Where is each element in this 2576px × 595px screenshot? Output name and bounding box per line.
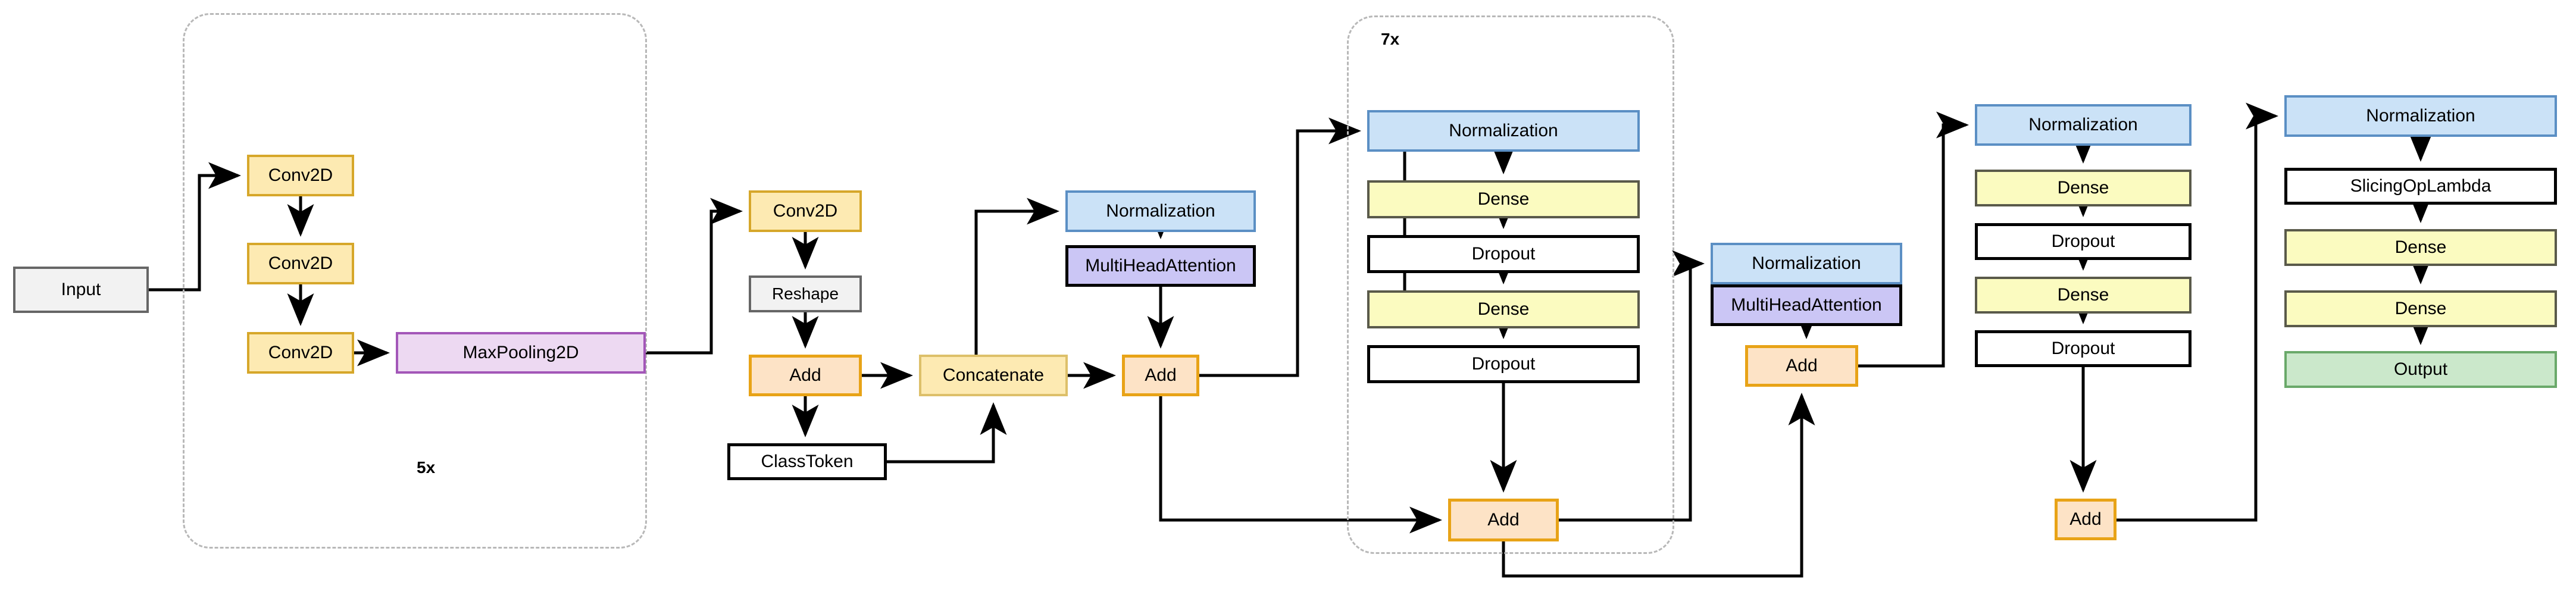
layer-node-dropout-mlp-2b[interactable]: Dropout — [1975, 330, 2192, 367]
layer-node-norm-head[interactable]: Normalization — [2284, 95, 2557, 137]
layer-node-dense-head-b[interactable]: Dense — [2284, 290, 2557, 327]
layer-node-mha-2[interactable]: MultiHeadAttention — [1711, 284, 1902, 326]
layer-node-dense-mlp-2a[interactable]: Dense — [1975, 170, 2192, 206]
layer-node-conv3[interactable]: Conv2D — [247, 332, 354, 374]
layer-node-maxpool[interactable]: MaxPooling2D — [396, 332, 646, 374]
layer-node-dropout-mlp-1a[interactable]: Dropout — [1367, 235, 1640, 273]
layer-node-dropout-mlp-2a[interactable]: Dropout — [1975, 223, 2192, 260]
layer-node-dense-head-a[interactable]: Dense — [2284, 229, 2557, 266]
layer-node-output[interactable]: Output — [2284, 351, 2557, 388]
layer-node-conv1[interactable]: Conv2D — [247, 155, 354, 196]
layer-node-dense-mlp-1b[interactable]: Dense — [1367, 290, 1640, 328]
wire-concat-to-norm1 — [974, 198, 1059, 355]
layer-node-dense-mlp-1a[interactable]: Dense — [1367, 180, 1640, 218]
layer-node-add-attn-2[interactable]: Add — [1745, 345, 1858, 387]
layer-node-norm-2[interactable]: Normalization — [1711, 243, 1902, 284]
layer-node-mha-1[interactable]: MultiHeadAttention — [1065, 245, 1256, 287]
layer-node-norm-mlp-1[interactable]: Normalization — [1367, 110, 1640, 152]
group-label-cnn-block: 5x — [417, 458, 436, 477]
layer-node-norm-1[interactable]: Normalization — [1065, 190, 1256, 232]
layer-node-reshape[interactable]: Reshape — [749, 275, 862, 312]
layer-node-dropout-mlp-1b[interactable]: Dropout — [1367, 345, 1640, 383]
group-label-transformer-block: 7x — [1381, 30, 1400, 48]
layer-node-add-pos[interactable]: Add — [749, 355, 862, 396]
layer-node-add-attn-1[interactable]: Add — [1122, 355, 1199, 396]
layer-node-conv-embed[interactable]: Conv2D — [749, 190, 862, 232]
layer-node-add-mlp-2[interactable]: Add — [2055, 499, 2117, 540]
wire-classtoken-to-concat — [887, 402, 1007, 464]
wire-maxpool-to-convembed — [646, 198, 743, 355]
group-box-cnn-block — [183, 13, 647, 549]
layer-node-concatenate[interactable]: Concatenate — [919, 355, 1068, 396]
layer-node-classtoken[interactable]: ClassToken — [727, 443, 887, 480]
layer-node-add-mlp-1[interactable]: Add — [1448, 499, 1559, 541]
layer-node-slicing[interactable]: SlicingOpLambda — [2284, 168, 2557, 205]
group-box-transformer-block — [1347, 15, 1674, 554]
layer-node-norm-mlp-2[interactable]: Normalization — [1975, 104, 2192, 146]
layer-node-conv2[interactable]: Conv2D — [247, 243, 354, 284]
layer-node-dense-mlp-2b[interactable]: Dense — [1975, 277, 2192, 314]
layer-node-input[interactable]: Input — [13, 267, 149, 313]
